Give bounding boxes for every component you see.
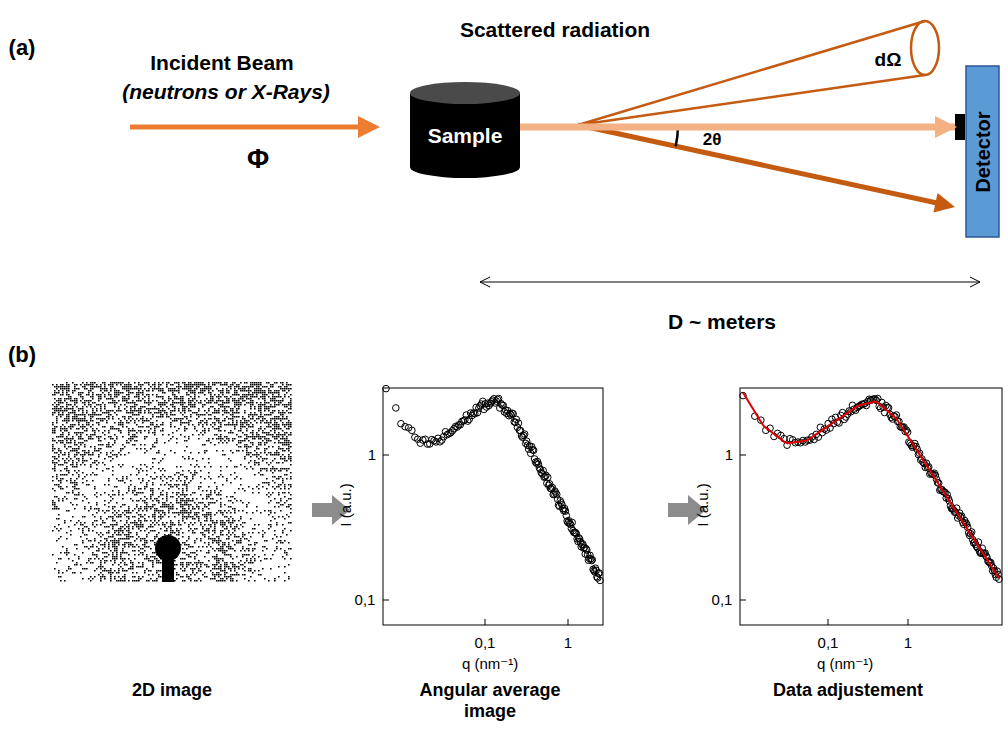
plot-frame [740,388,1002,625]
axis-title: I (a.u.) [337,483,354,526]
axis-title: I (a.u.) [694,483,711,526]
data-point [589,556,596,563]
detector-beamstop [955,114,965,140]
data-point [474,409,481,416]
saxs-plot [740,388,1003,625]
sample-cylinder: Sample [410,82,520,178]
data-point [409,427,416,434]
beam-label: (neutrons or X-Rays) [122,80,330,104]
flux-symbol: Φ [247,144,269,175]
scatter-label: Scattered radiation [460,18,650,42]
plot-frame [383,388,603,625]
speckle-dots [52,382,292,582]
axis-tick [383,455,389,456]
fit-curve [743,393,999,579]
beam-label: Incident Beam [150,51,294,75]
tick-label: 0,1 [818,634,839,651]
incident-beam [130,125,362,130]
distance-head [970,277,980,287]
distance-head [480,277,490,287]
axis-tick [568,619,569,625]
scattered-beam-connector [520,124,955,131]
solid-angle-ellipse [911,21,939,75]
axis-tick [740,455,746,456]
tick-label: 1 [564,634,572,651]
panel-letter: (a) [9,35,36,60]
data-point [515,420,522,427]
distance-line [480,282,980,283]
data-point [588,557,595,564]
caption-label: Angular average image [403,680,578,721]
axis-tick [740,600,746,601]
axis-tick [908,619,909,625]
data-point [529,447,536,454]
data-point [596,570,603,577]
beam-stop-arm [162,548,174,582]
axis-title: q (nm⁻¹) [817,655,873,672]
caption-label: Data adjustement [773,680,923,701]
tick-label: 1 [725,446,733,463]
node-label: Detector [971,111,994,192]
data-point [543,472,550,479]
tick-label: 0,1 [475,634,496,651]
incident-beam-head [358,116,380,138]
node-label: Sample [428,124,503,148]
angle-label: 2θ [703,130,722,150]
data-point [595,570,602,577]
saxs-plot [383,385,604,625]
data-point [530,447,537,454]
distance-label: D ~ meters [668,310,776,334]
axis-title: q (nm⁻¹) [462,655,518,672]
tick-label: 0,1 [712,591,733,608]
data-point [569,519,576,526]
detector-rect [966,66,999,237]
data-point [383,385,390,392]
scattered-beam [578,125,937,203]
axis-tick [383,600,389,601]
charts [383,385,1003,625]
solid-angle-label: dΩ [875,49,902,71]
tick-label: 0,1 [355,591,376,608]
detector-image [52,382,292,582]
data-point [544,474,551,481]
tick-label: 1 [368,446,376,463]
axis-tick [828,619,829,625]
cylinder-body [410,93,520,178]
data-point [597,577,604,584]
tick-label: 1 [904,634,912,651]
scattered-beam-head [933,193,955,213]
axis-tick [485,619,486,625]
caption-label: 2D image [132,680,212,701]
cylinder-top [410,82,520,104]
data-point [521,431,528,438]
panel-letter: (b) [8,342,36,367]
data-point [393,405,400,412]
detector-panel: Detector [965,65,1000,238]
